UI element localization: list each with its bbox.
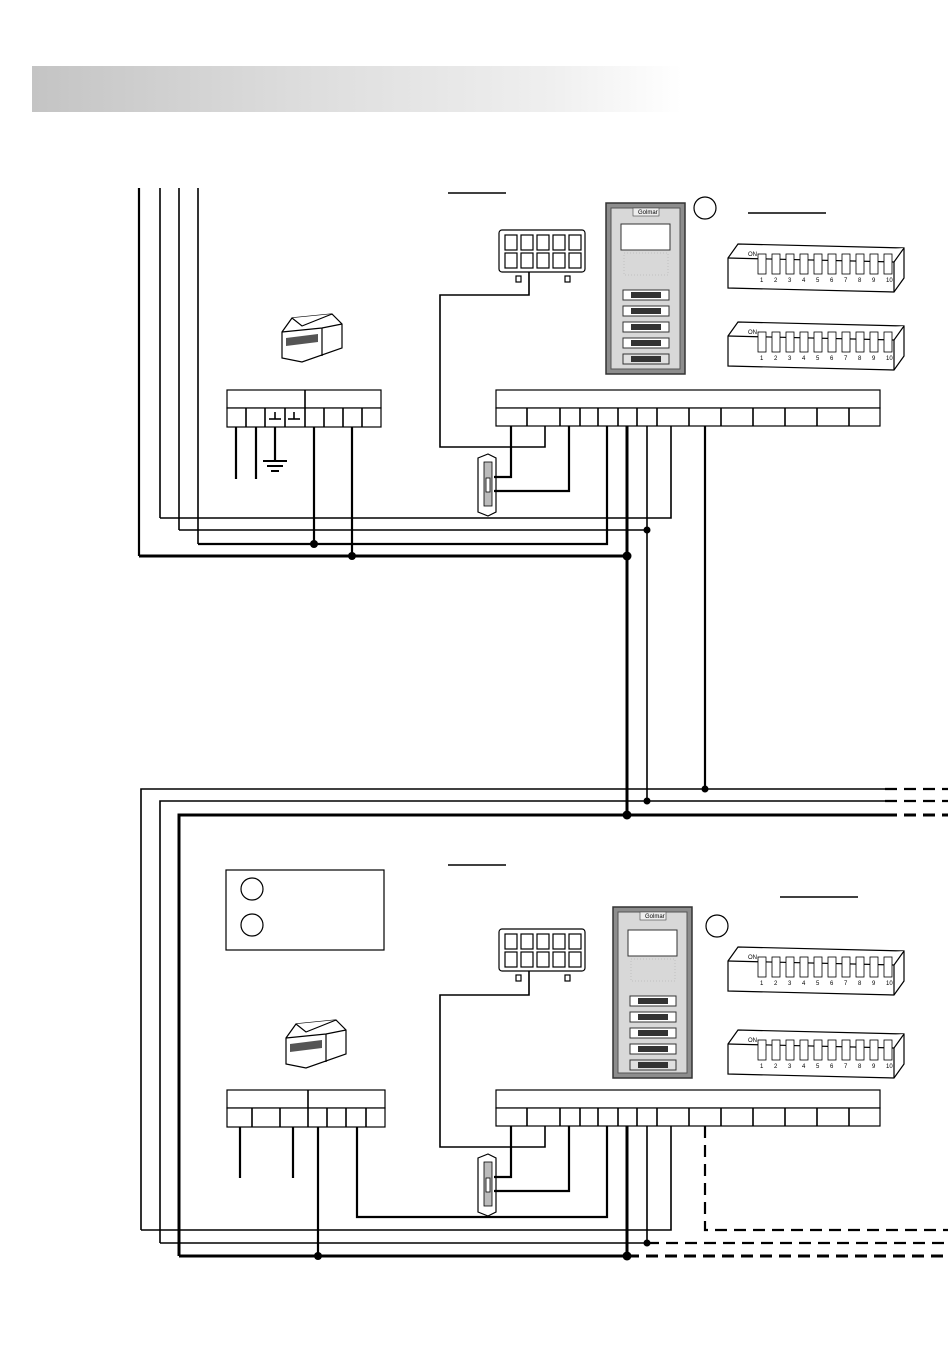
top-marker-circle (694, 197, 716, 219)
bottom-power-supply-icon (286, 1020, 346, 1068)
bottom-dip-2-on-label: ON (748, 1038, 757, 1044)
bottom-door-panel-icon: Golmar (613, 907, 692, 1078)
top-psu-terminal-block (227, 390, 381, 427)
dip-number-label: 10 (886, 981, 893, 987)
top-ground-symbol-icon (263, 461, 287, 471)
bottom-legend-box (226, 870, 384, 950)
bottom-keypad-icon (499, 929, 585, 981)
top-panel-terminal-block (496, 390, 880, 426)
top-door-panel-icon: Golmar (606, 203, 685, 374)
bottom-mains-wires (240, 1127, 293, 1178)
top-keypad-icon (499, 230, 585, 282)
top-power-supply-icon (282, 314, 342, 362)
dip-number-label: 10 (886, 1064, 893, 1070)
top-riser-wires (139, 188, 198, 556)
bottom-marker-circle (706, 915, 728, 937)
riser-bus-wires (141, 786, 948, 1257)
top-mains-wires (236, 427, 275, 479)
bottom-psu-terminal-block (227, 1090, 385, 1127)
bottom-panel-brand: Golmar (645, 914, 665, 920)
dip-number-label: 10 (886, 356, 893, 362)
top-dip-1-on-label: ON (748, 252, 757, 258)
dip-number-label: 10 (886, 278, 893, 284)
bottom-dip-1-on-label: ON (748, 955, 757, 961)
top-door-lock-icon (478, 454, 496, 516)
bottom-door-lock-icon (478, 1154, 496, 1216)
bottom-panel-terminal-block (496, 1090, 880, 1126)
top-panel-brand: Golmar (638, 210, 658, 216)
top-dip-2-on-label: ON (748, 330, 757, 336)
